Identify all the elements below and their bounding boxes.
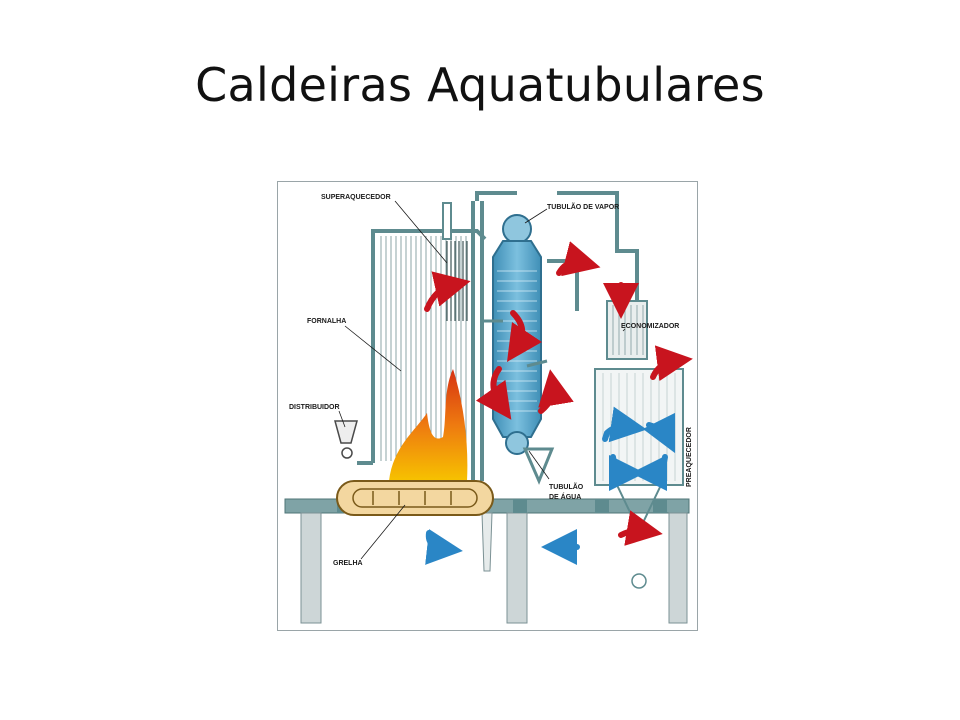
boiler-diagram: SUPERAQUECEDOR TUBULÃO DE VAPOR FORNALHA… xyxy=(277,181,698,631)
mud-drum xyxy=(505,431,529,455)
travelling-grate xyxy=(336,480,494,516)
label-distribuidor: DISTRIBUIDOR xyxy=(289,404,340,411)
label-superaquecedor: SUPERAQUECEDOR xyxy=(321,194,391,201)
economizer xyxy=(606,300,648,360)
label-economizador: ECONOMIZADOR xyxy=(621,323,679,330)
furnace-flame xyxy=(389,369,468,481)
air-arrows xyxy=(425,406,676,565)
distributor xyxy=(334,420,358,459)
label-tubulao-de-agua-2: DE ÁGUA xyxy=(549,492,581,501)
label-grelha: GRELHA xyxy=(333,560,363,567)
leader-lines xyxy=(338,200,626,560)
hot-gas-arrows xyxy=(424,241,693,546)
label-tubulao-de-agua-1: TUBULÃO xyxy=(549,482,584,491)
slide-title: Caldeiras Aquatubulares xyxy=(195,58,765,112)
label-fornalha: FORNALHA xyxy=(307,318,346,325)
steam-drum xyxy=(502,214,532,244)
label-tubulao-de-vapor: TUBULÃO DE VAPOR xyxy=(547,202,619,211)
label-preaquecedor: PREAQUECEDOR xyxy=(686,427,693,487)
furnace-walls xyxy=(357,201,487,481)
ash-hopper xyxy=(522,447,555,485)
